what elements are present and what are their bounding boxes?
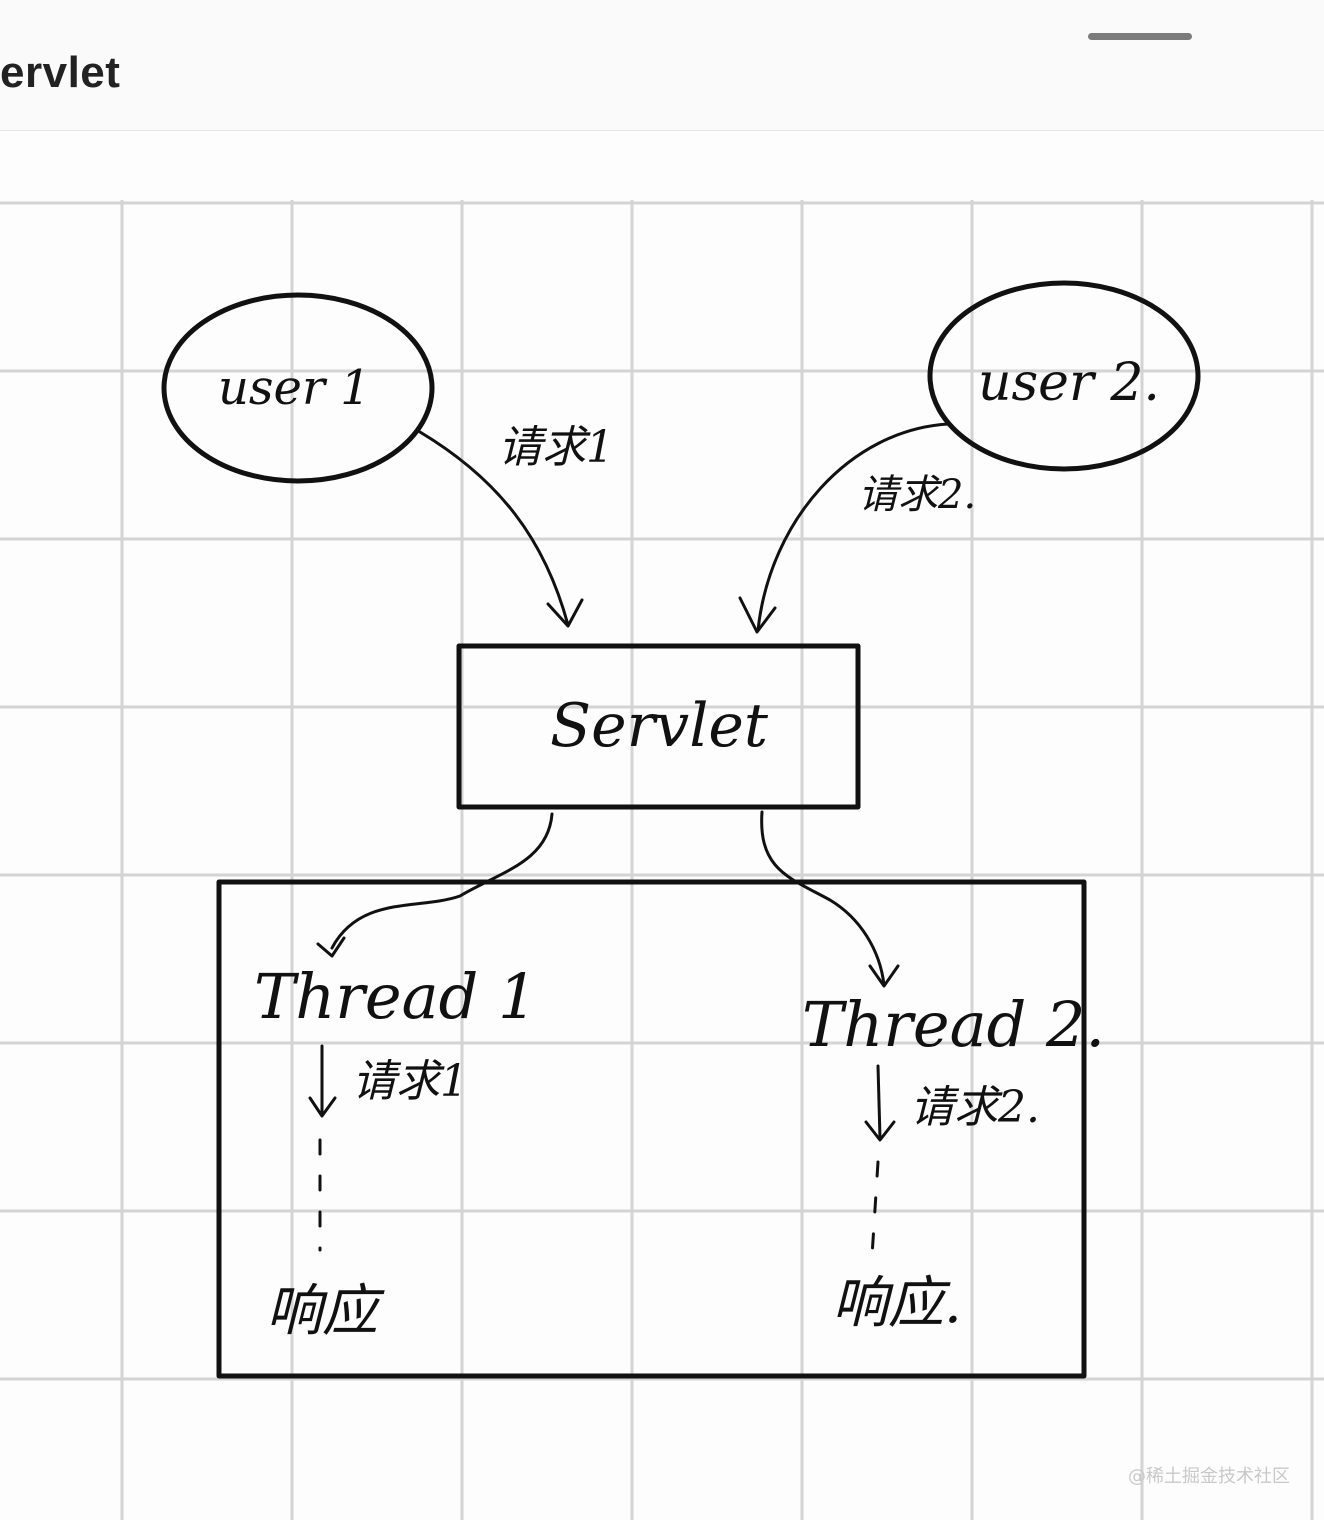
- dispatch-1-arrow: [330, 812, 554, 950]
- thread-2-down-arrowhead: [864, 1120, 896, 1142]
- page-title: ervlet: [0, 48, 121, 97]
- drawing-canvas: user 1 user 2. 请求1 请求2. Servlet Thread 1…: [0, 131, 1324, 1520]
- app-header: ervlet: [0, 0, 1324, 131]
- thread-1-step-label: 请求1: [352, 1056, 468, 1107]
- user-1-label: user 1: [218, 360, 371, 416]
- dispatch-1-arrowhead: [316, 936, 346, 958]
- request-2-label: 请求2.: [858, 472, 976, 518]
- user-1-ellipse: [161, 292, 435, 484]
- thread-2-step-label: 请求2.: [910, 1082, 1040, 1133]
- servlet-box: [456, 643, 861, 810]
- diagram-svg: user 1 user 2. 请求1 请求2. Servlet Thread 1…: [0, 200, 1324, 1520]
- thread-2-response-label: 响应.: [832, 1271, 962, 1336]
- request-1-arrowhead: [546, 598, 584, 628]
- dispatch-2-arrowhead: [868, 964, 900, 988]
- thread-1-label: Thread 1: [254, 960, 537, 1033]
- drag-handle[interactable]: [1088, 33, 1192, 40]
- request-2-arrowhead: [738, 596, 777, 634]
- grid: [0, 200, 1324, 1520]
- user-2-ellipse: [927, 280, 1201, 472]
- watermark-text: @稀土掘金技术社区: [1128, 1466, 1290, 1487]
- user-2-label: user 2.: [978, 353, 1160, 413]
- request-1-label: 请求1: [498, 422, 614, 473]
- servlet-label: Servlet: [550, 691, 769, 761]
- request-2-arrow: [756, 422, 950, 632]
- thread-2-label: Thread 2.: [802, 988, 1105, 1061]
- thread-container: [216, 879, 1087, 1379]
- dispatch-2-arrow: [760, 810, 886, 987]
- thread-1-response-label: 响应: [266, 1279, 385, 1344]
- thread-1-down-arrowhead: [308, 1096, 337, 1118]
- thread-2-dashes: [870, 1160, 880, 1258]
- request-1-arrow: [418, 430, 570, 627]
- thread-2-down-arrow: [876, 1064, 882, 1140]
